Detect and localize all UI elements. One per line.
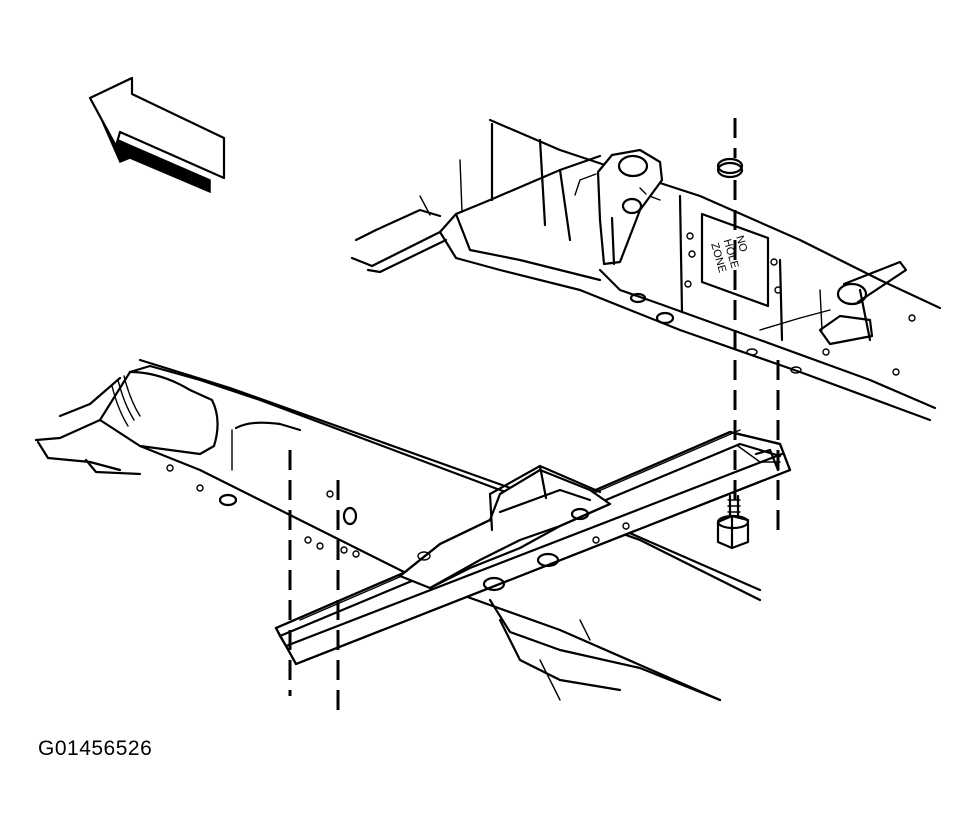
upper-rail-end-bushing [818,260,908,346]
body-mount-bracket [574,148,664,266]
nut-icon [716,157,744,179]
upper-rail-holes [629,232,916,376]
figure-id-label: G01456526 [38,737,153,760]
bolt-icon [716,494,750,550]
lower-frame-rail [34,358,762,702]
crossmember [274,429,792,666]
forward-arrow-icon [88,76,226,194]
alignment-guides [288,118,780,712]
no-hole-zone-line-1: NO [733,234,749,254]
lower-rail-holes [166,464,360,558]
